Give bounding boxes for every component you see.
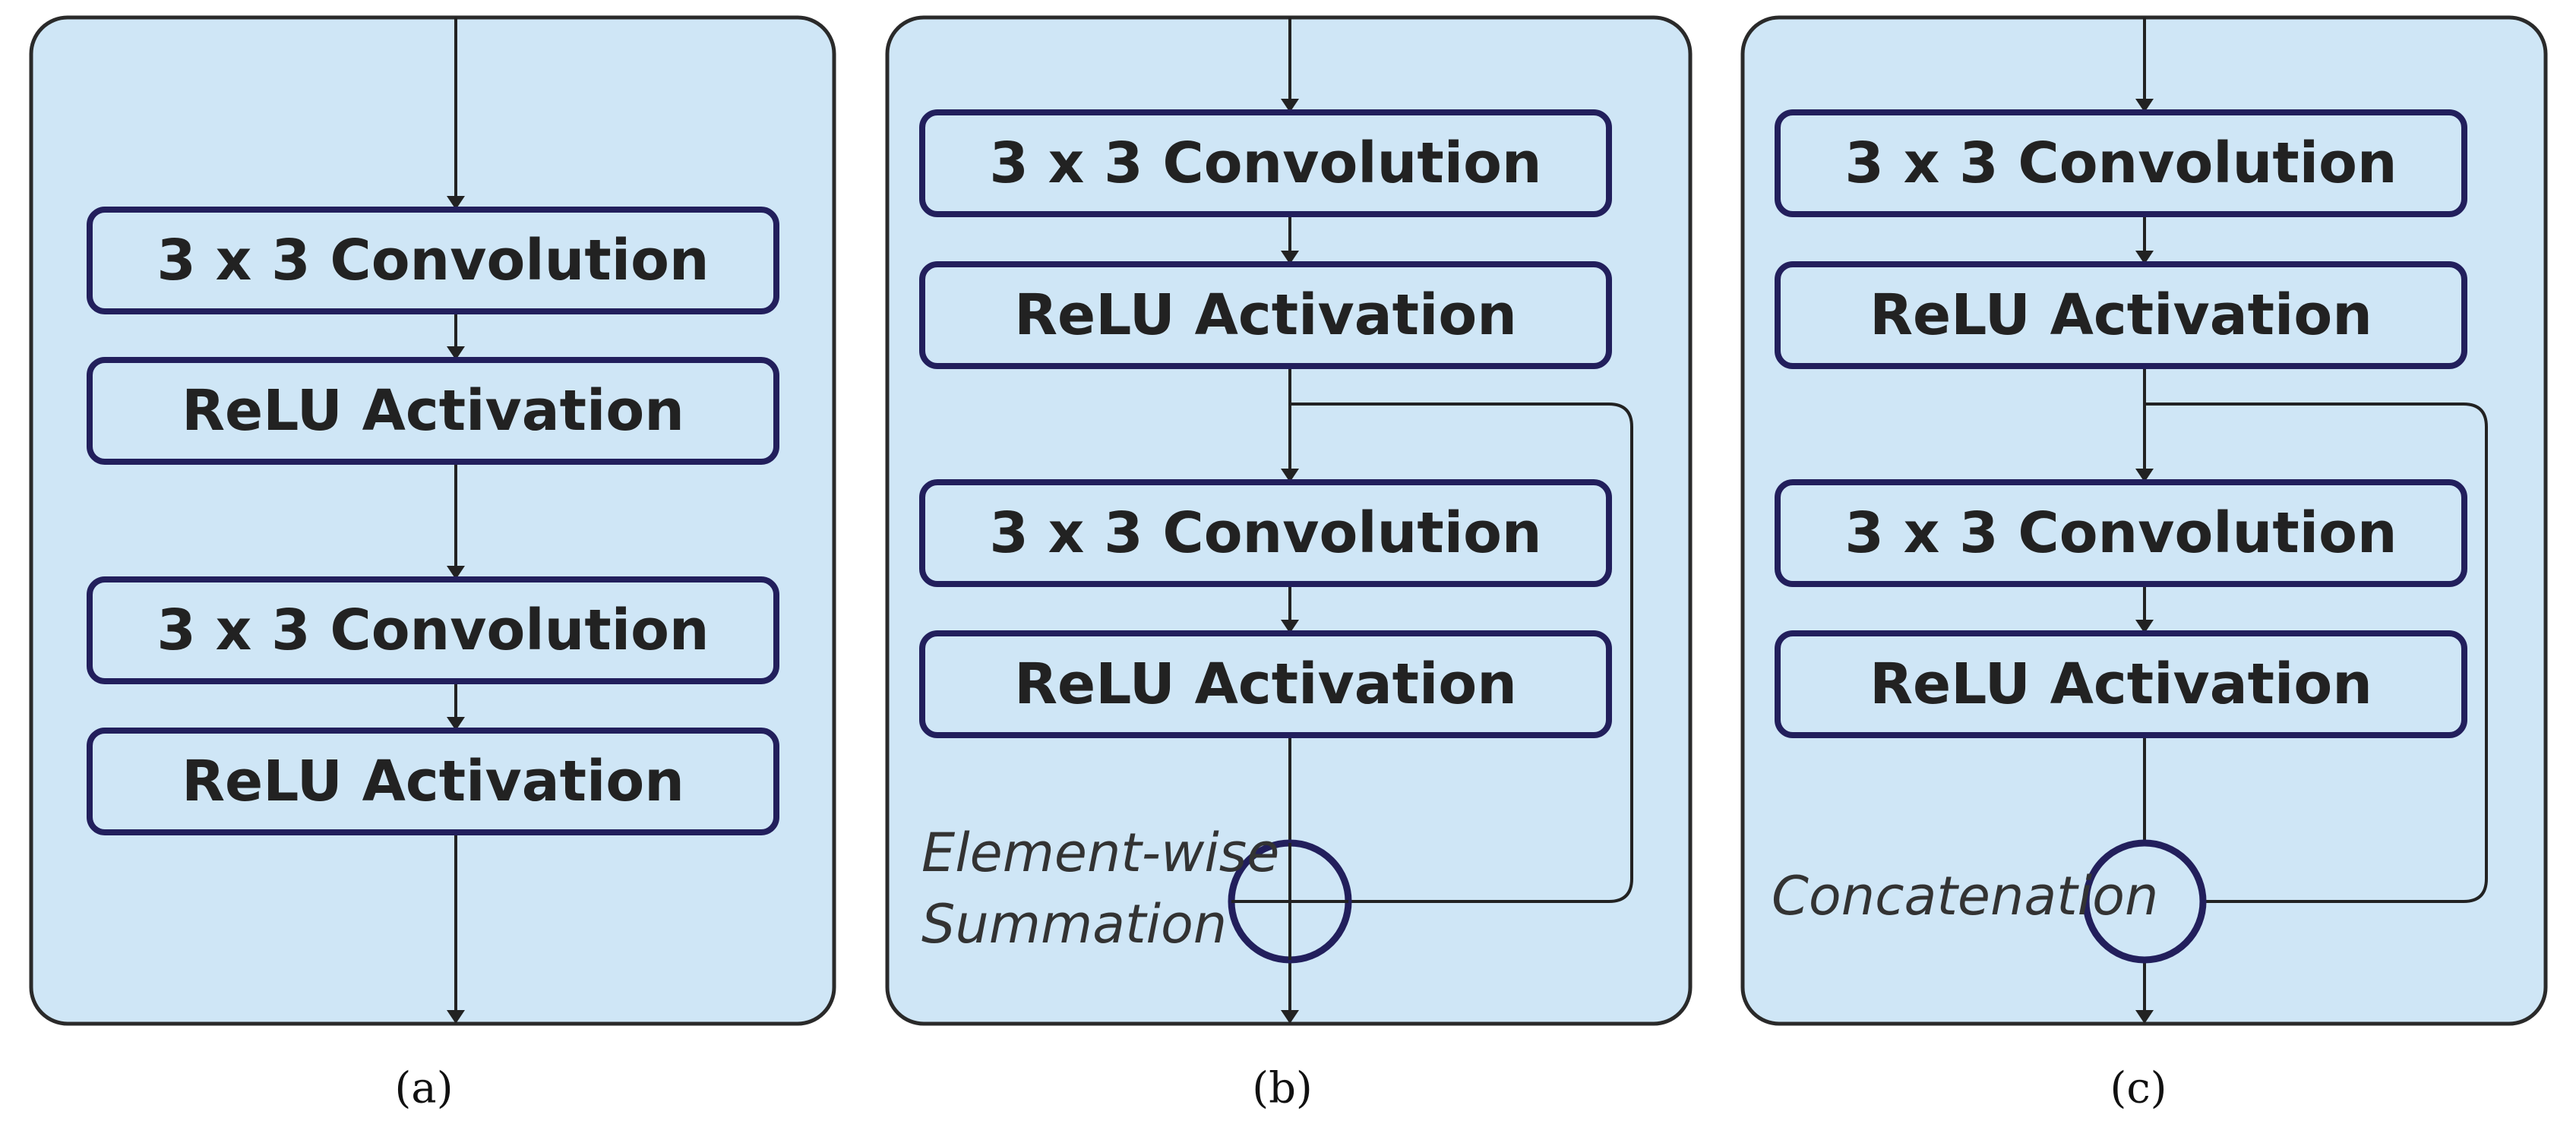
panel-c-block-conv-2: 3 x 3 Convolution xyxy=(1775,479,2467,587)
panel-a-block-relu-1: ReLU Activation xyxy=(87,357,779,465)
panel-c: 3 x 3 Convolution ReLU Activation 3 x 3 … xyxy=(1740,15,2548,1113)
panel-b-arrowhead-1-2 xyxy=(1281,251,1299,264)
panel-a-block-conv-2: 3 x 3 Convolution xyxy=(87,576,779,684)
panel-b-caption: (b) xyxy=(1252,1064,1313,1113)
panel-a-block-conv-1: 3 x 3 Convolution xyxy=(87,207,779,314)
panel-c-arrowhead-3-4 xyxy=(2135,620,2154,633)
panel-c-block-relu-1: ReLU Activation xyxy=(1775,261,2467,369)
panel-b-operation-label-line-2: Summation xyxy=(921,893,1227,955)
panel-a: 3 x 3 Convolution ReLU Activation 3 x 3 … xyxy=(29,15,836,1113)
panel-c-operation-label: Concatenation xyxy=(1772,865,2158,927)
panel-b-block-conv-2-label: 3 x 3 Convolution xyxy=(989,500,1541,566)
panel-c-arrowhead-1-2 xyxy=(2135,251,2154,264)
panel-b-block-conv-1: 3 x 3 Convolution xyxy=(919,109,1612,217)
panel-a-arrowhead-1-2 xyxy=(447,346,465,360)
panel-b-block-relu-1: ReLU Activation xyxy=(919,261,1612,369)
panel-c-output-arrowhead xyxy=(2135,1010,2154,1024)
panel-b-input-arrowhead xyxy=(1281,99,1299,112)
panel-a-output-arrowhead xyxy=(447,1010,465,1024)
panel-a-block-conv-1-label: 3 x 3 Convolution xyxy=(156,228,709,293)
panel-b-block-relu-2-label: ReLU Activation xyxy=(1014,652,1517,717)
panel-c-concatenation-circle xyxy=(2082,839,2207,964)
panel-c-block-relu-2: ReLU Activation xyxy=(1775,630,2467,738)
panel-c-caption: (c) xyxy=(2110,1064,2167,1113)
panel-b: 3 x 3 Convolution ReLU Activation 3 x 3 … xyxy=(885,15,1693,1113)
panel-a-caption: (a) xyxy=(394,1064,453,1113)
panel-b-skip-connection xyxy=(1290,403,1633,903)
panel-a-arrowhead-2-3 xyxy=(447,566,465,579)
panel-b-arrowhead-3-4 xyxy=(1281,620,1299,633)
panel-a-input-arrowhead xyxy=(447,196,465,210)
panel-a-block-relu-2-label: ReLU Activation xyxy=(182,749,684,814)
panel-c-skip-connection xyxy=(2145,403,2488,903)
panel-b-block-relu-2: ReLU Activation xyxy=(919,630,1612,738)
panel-c-block-conv-1-label: 3 x 3 Convolution xyxy=(1844,131,2397,196)
panel-b-block-conv-2: 3 x 3 Convolution xyxy=(919,479,1612,587)
panel-a-block-relu-1-label: ReLU Activation xyxy=(182,378,684,444)
panel-b-arrowhead-2-3 xyxy=(1281,469,1299,482)
panel-c-block-conv-2-label: 3 x 3 Convolution xyxy=(1844,500,2397,566)
panel-b-block-conv-1-label: 3 x 3 Convolution xyxy=(989,131,1541,196)
panel-b-block-relu-1-label: ReLU Activation xyxy=(1014,283,1517,348)
panel-c-block-relu-2-label: ReLU Activation xyxy=(1870,652,2372,717)
panel-c-block-relu-1-label: ReLU Activation xyxy=(1870,283,2372,348)
panel-c-block-conv-1: 3 x 3 Convolution xyxy=(1775,109,2467,217)
panel-c-input-arrowhead xyxy=(2135,99,2154,112)
panel-a-arrowhead-3-4 xyxy=(447,717,465,731)
panel-a-background xyxy=(29,15,836,1026)
panel-c-arrowhead-2-3 xyxy=(2135,469,2154,482)
panel-a-block-conv-2-label: 3 x 3 Convolution xyxy=(156,598,709,663)
panel-b-operation-label-line-1: Element-wise xyxy=(921,822,1279,884)
panel-b-output-arrowhead xyxy=(1281,1010,1299,1024)
panel-b-summation-node xyxy=(1228,839,1352,964)
panel-a-block-relu-2: ReLU Activation xyxy=(87,728,779,835)
